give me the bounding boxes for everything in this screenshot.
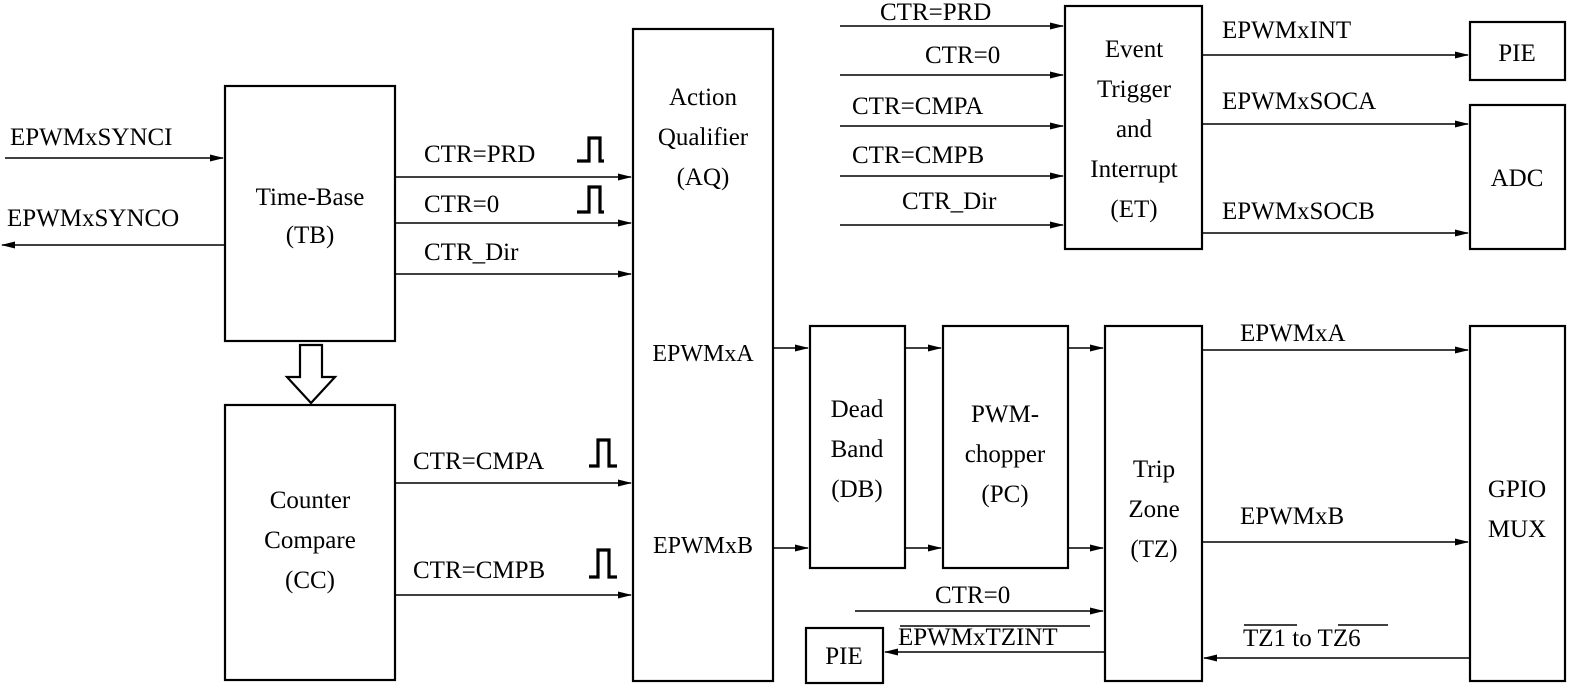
dead-band-block: Dead Band (DB) — [808, 324, 907, 570]
pwm-chopper-block: PWM- chopper (PC) — [941, 324, 1070, 570]
tb-to-cc-hollow-arrow — [284, 343, 338, 405]
counter-compare-abbrev: (CC) — [285, 567, 335, 594]
et-ctr-cmpb-label: CTR=CMPB — [852, 142, 984, 169]
gpio-mux-block: GPIO MUX — [1468, 324, 1567, 683]
cc-ctr-cmpb-label: CTR=CMPB — [413, 557, 545, 584]
et-soca-label: EPWMxSOCA — [1222, 88, 1376, 115]
tb-ctr-prd-signal: CTR=PRD — [395, 136, 632, 181]
pulse-icon — [577, 136, 604, 163]
et-socb-label: EPWMxSOCB — [1222, 198, 1375, 225]
time-base-abbrev: (TB) — [286, 222, 335, 249]
trip-zone-line2: Zone — [1128, 496, 1179, 523]
time-base-title: Time-Base — [256, 184, 365, 211]
pulse-icon — [589, 438, 617, 468]
tz-out-b-signal: EPWMxB — [1202, 503, 1469, 546]
trip-zone-abbrev: (TZ) — [1130, 536, 1177, 563]
sync-out-signal: EPWMxSYNCO — [1, 205, 225, 249]
counter-compare-line1: Counter — [270, 487, 351, 514]
cc-ctr-cmpa-signal: CTR=CMPA — [395, 438, 632, 487]
adc-block: ADC — [1468, 103, 1567, 251]
aq-output-a-label: EPWMxA — [652, 341, 754, 367]
action-qualifier-line1: Action — [669, 84, 738, 111]
counter-compare-block: Counter Compare (CC) — [223, 403, 397, 682]
pulse-icon — [577, 185, 604, 214]
pwm-chopper-abbrev: (PC) — [981, 481, 1028, 508]
tb-ctr-prd-label: CTR=PRD — [424, 141, 535, 168]
action-qualifier-abbrev: (AQ) — [677, 164, 730, 191]
gpio-mux-line1: GPIO — [1488, 476, 1546, 503]
sync-in-signal: EPWMxSYNCI — [5, 124, 224, 162]
tb-ctr-dir-label: CTR_Dir — [424, 239, 519, 266]
tz-inputs-label: TZ1 to TZ6 — [1243, 625, 1361, 652]
event-trigger-line4: Interrupt — [1090, 156, 1178, 183]
tz-out-b-label: EPWMxB — [1240, 503, 1344, 530]
tz-inputs-signal: TZ1 to TZ6 — [1203, 624, 1470, 662]
et-ctr-dir-label: CTR_Dir — [902, 188, 997, 215]
tb-ctr-zero-signal: CTR=0 — [395, 185, 632, 227]
action-qualifier-block: Action Qualifier (AQ) EPWMxA EPWMxB — [631, 27, 775, 683]
pulse-icon — [589, 548, 617, 579]
cc-ctr-cmpa-label: CTR=CMPA — [413, 448, 544, 475]
tzint-label: EPWMxTZINT — [898, 624, 1058, 651]
et-int-signal: EPWMxINT — [1202, 17, 1469, 59]
et-ctr-prd-label: CTR=PRD — [880, 0, 991, 26]
event-trigger-line3: and — [1116, 116, 1153, 143]
event-trigger-line1: Event — [1105, 36, 1163, 63]
tz-ctr-zero-signal: CTR=0 — [855, 582, 1104, 615]
trip-zone-block: Trip Zone (TZ) — [1103, 324, 1204, 683]
sync-out-label: EPWMxSYNCO — [7, 205, 179, 232]
trip-zone-line1: Trip — [1133, 456, 1175, 483]
pie-top-label: PIE — [1498, 40, 1536, 67]
pie-bottom-label: PIE — [825, 643, 863, 670]
action-qualifier-line2: Qualifier — [658, 124, 749, 151]
et-soca-signal: EPWMxSOCA — [1202, 88, 1469, 128]
et-ctr-zero-signal: CTR=0 — [840, 42, 1064, 79]
et-ctr-dir-signal: CTR_Dir — [840, 188, 1064, 229]
adc-label: ADC — [1491, 165, 1544, 192]
event-trigger-block: Event Trigger and Interrupt (ET) — [1063, 4, 1204, 251]
sync-in-label: EPWMxSYNCI — [10, 124, 173, 151]
pie-top-block: PIE — [1468, 20, 1567, 82]
dead-band-line2: Band — [831, 436, 884, 463]
et-socb-signal: EPWMxSOCB — [1202, 198, 1469, 237]
time-base-block: Time-Base (TB) — [223, 84, 397, 343]
pie-bottom-block: PIE — [804, 626, 885, 685]
tz-out-a-label: EPWMxA — [1240, 320, 1346, 347]
tzint-signal: EPWMxTZINT — [884, 624, 1105, 656]
tb-ctr-dir-signal: CTR_Dir — [395, 239, 632, 278]
dead-band-abbrev: (DB) — [831, 476, 882, 503]
tz-out-a-signal: EPWMxA — [1202, 320, 1469, 354]
tb-ctr-zero-label: CTR=0 — [424, 191, 499, 218]
event-trigger-abbrev: (ET) — [1110, 196, 1157, 223]
pwm-chopper-line1: PWM- — [971, 401, 1039, 428]
et-ctr-prd-signal: CTR=PRD — [840, 0, 1064, 30]
et-int-label: EPWMxINT — [1222, 17, 1351, 44]
event-trigger-line2: Trigger — [1097, 76, 1172, 103]
et-ctr-cmpa-label: CTR=CMPA — [852, 93, 983, 120]
et-ctr-cmpb-signal: CTR=CMPB — [840, 142, 1064, 180]
cc-ctr-cmpb-signal: CTR=CMPB — [395, 548, 632, 599]
tz-ctr-zero-label: CTR=0 — [935, 582, 1010, 609]
dead-band-line1: Dead — [831, 396, 884, 423]
aq-output-b-label: EPWMxB — [653, 533, 753, 559]
et-ctr-cmpa-signal: CTR=CMPA — [840, 93, 1064, 130]
gpio-mux-line2: MUX — [1488, 516, 1546, 543]
pwm-chopper-line2: chopper — [965, 441, 1046, 468]
counter-compare-line2: Compare — [264, 527, 356, 554]
et-ctr-zero-label: CTR=0 — [925, 42, 1000, 69]
